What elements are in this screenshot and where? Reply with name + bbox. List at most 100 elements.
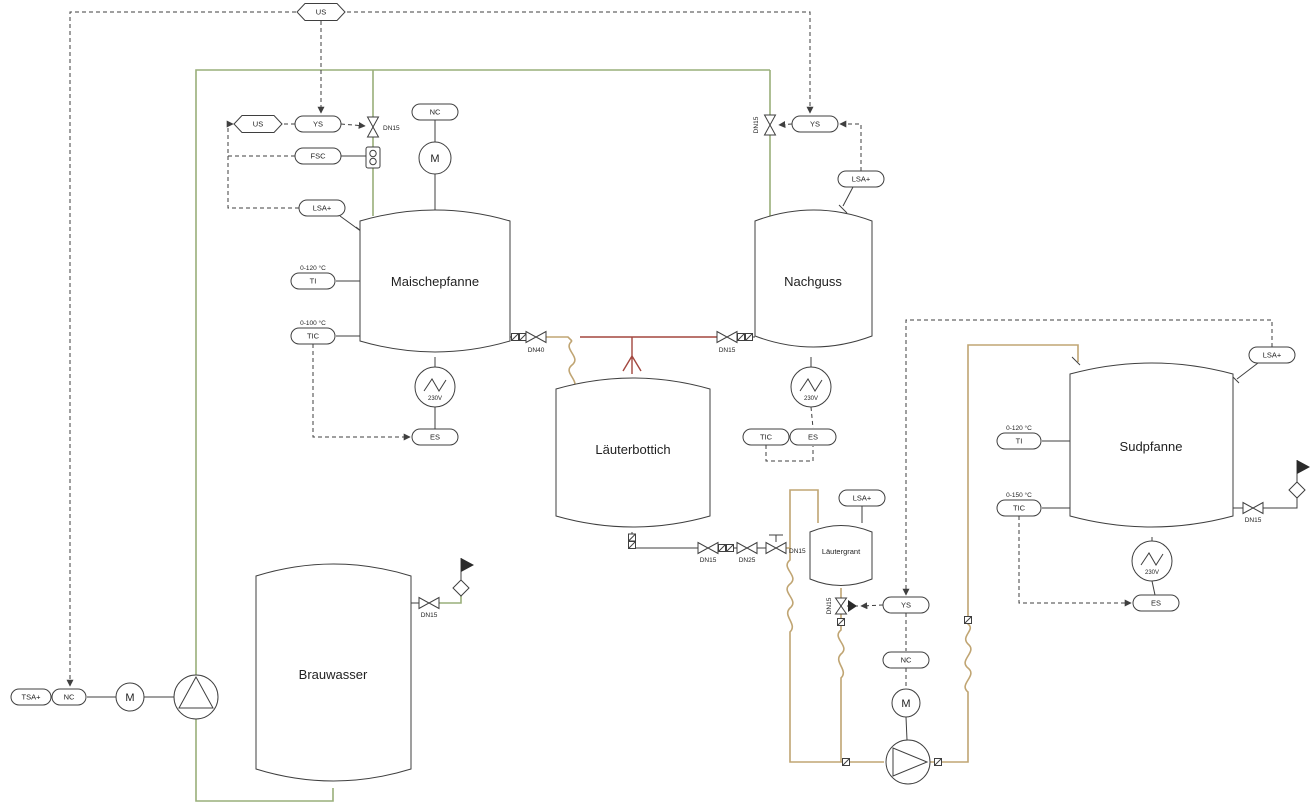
fsc-maische — [294, 147, 342, 165]
agitator-motor-maische — [418, 141, 452, 175]
es-label: ES — [1151, 599, 1161, 608]
lsa-maische — [298, 199, 346, 217]
valve-dn15-nachguss — [716, 330, 738, 344]
sig-tic-es-loop-nachguss — [765, 445, 814, 462]
tic-sudpfanne — [996, 499, 1042, 517]
dn-label: DN15 — [789, 548, 806, 555]
sig-tic-to-es-sud — [1018, 516, 1132, 607]
sig-lsa-to-ys-nachguss — [839, 120, 862, 171]
dn-label: DN15 — [700, 557, 717, 564]
sig-ys-to-valve-maische — [340, 121, 366, 129]
wort-hose-down — [786, 548, 884, 763]
es-nachguss — [789, 428, 837, 446]
water-main-line — [195, 69, 770, 675]
vessel-label: Nachguss — [784, 274, 842, 289]
lsa-sudpfanne — [1248, 346, 1296, 364]
heater-coil-icon — [799, 378, 823, 392]
sig-ys-to-valve-nachguss — [778, 121, 793, 129]
ys-maische — [294, 115, 342, 133]
flow-sensor-icon — [365, 146, 381, 169]
wort-motor-pump-link — [905, 716, 908, 741]
sig-ys-to-valve-lautergrant — [860, 602, 884, 610]
vessel-lautergrant — [809, 525, 873, 586]
wort-pump-motor — [891, 688, 921, 718]
ti-label: TI — [1016, 437, 1023, 446]
heater-maische — [414, 366, 456, 408]
heater-nachguss — [790, 366, 832, 408]
hand-valve-handle-icon — [769, 534, 783, 542]
lsa-sud-link — [1236, 362, 1259, 380]
vessel-sudpfanne — [1069, 362, 1234, 528]
dn-label: DN15 — [383, 125, 400, 132]
lsa-nachguss — [837, 170, 885, 188]
valve-actuator-icon — [848, 600, 857, 612]
dn-label: DN15 — [1245, 517, 1262, 524]
tic-label: TIC — [1013, 504, 1026, 513]
dn-label: DN15 — [719, 347, 736, 354]
wort-maische-to-lauter — [546, 336, 573, 342]
vessel-nachguss — [754, 209, 873, 348]
vessel-maischepfanne — [359, 209, 511, 353]
ys-label: YS — [810, 120, 820, 129]
es-sudpfanne — [1132, 594, 1180, 612]
motor-label: M — [901, 698, 910, 710]
tic-label: TIC — [760, 433, 773, 442]
vessel-lauterbottich — [555, 377, 711, 528]
lsa-lautergrant — [838, 489, 886, 507]
valve-fill-nachguss — [763, 114, 777, 136]
coupling — [934, 758, 942, 766]
coupling — [737, 333, 745, 341]
heater-voltage-label: 230V — [428, 396, 442, 402]
pump-impeller-icon — [178, 675, 214, 709]
tic-maische — [290, 327, 336, 345]
ti-range-label: 0-120 °C — [1006, 424, 1032, 432]
wort-pump — [885, 739, 931, 785]
dn-label: DN25 — [739, 557, 756, 564]
nozzle-tick-nachguss — [838, 204, 848, 214]
valve-dn40-maische — [525, 330, 547, 344]
valve-dn15-lautergrant — [834, 597, 857, 615]
fsc-label: FSC — [311, 152, 327, 161]
brauwasser-pump — [173, 674, 219, 720]
dn-label: DN40 — [528, 347, 545, 354]
valve-fill-maische — [366, 116, 380, 138]
coupling — [964, 616, 972, 624]
sud-outlet-pipe — [1233, 460, 1298, 509]
es-label: ES — [430, 433, 440, 442]
heater-coil-icon — [423, 378, 447, 392]
lsa-nachguss-link — [842, 186, 854, 207]
dn-label: DN15 — [421, 612, 438, 619]
sig-tic-to-es-maische — [312, 344, 411, 441]
coupling — [726, 544, 734, 552]
lsa-label: LSA+ — [1263, 351, 1282, 360]
flag-icon — [461, 558, 474, 572]
sig-heater-es-nachguss — [810, 406, 814, 429]
sig-lsa-to-us2 — [226, 120, 299, 209]
vessel-brauwasser — [255, 563, 412, 782]
signal-lines — [66, 11, 1273, 688]
vessels — [255, 209, 1234, 782]
dn-label: DN15 — [753, 116, 760, 133]
es-maische — [411, 428, 459, 446]
nc-label: NC — [430, 108, 441, 117]
es-label: ES — [808, 433, 818, 442]
motor-label: M — [430, 153, 439, 165]
heater-sudpfanne — [1131, 540, 1173, 582]
lsa-label: LSA+ — [853, 494, 872, 503]
nc-label: NC — [901, 656, 912, 665]
coupling — [519, 333, 527, 341]
wort-pump-discharge — [930, 344, 1079, 763]
instruments — [10, 3, 1296, 706]
nc-maische — [411, 103, 459, 121]
vessel-label: Sudpfanne — [1120, 439, 1183, 454]
sparge-lines — [580, 336, 717, 374]
ys-label: YS — [313, 120, 323, 129]
lsa-label: LSA+ — [313, 204, 332, 213]
flag-icon — [1297, 460, 1310, 474]
sig-lsa-sud-to-ys-pump — [902, 319, 1273, 596]
heater-sud-links — [1151, 537, 1156, 596]
valve-dn15-hand — [765, 541, 787, 555]
coupling — [837, 618, 845, 626]
valve-dn15-brauwasser — [418, 596, 440, 610]
